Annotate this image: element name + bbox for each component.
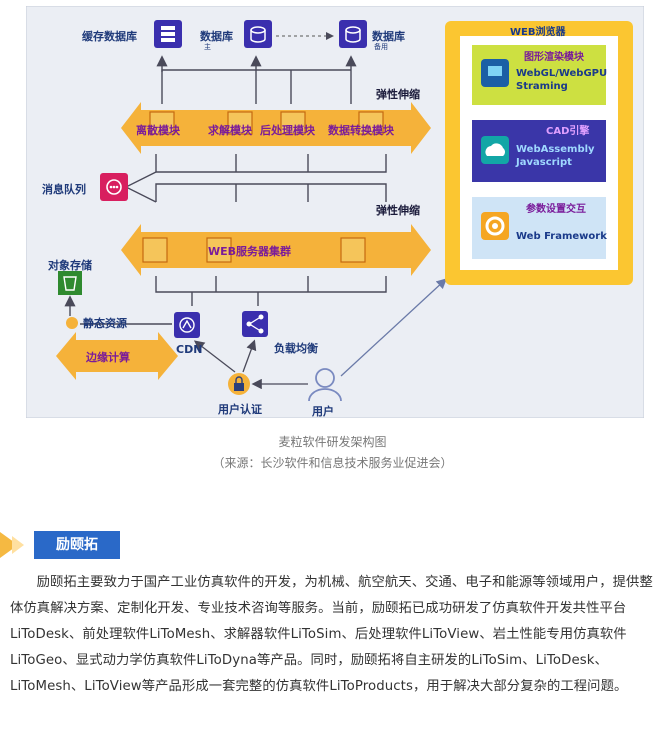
param-title: 参数设置交互 [526,204,586,215]
cad-title: CAD引擎 [546,126,590,137]
user-auth-label: 用户认证 [218,403,262,416]
edge-computing-band [56,332,178,380]
elastic-scaling-bottom: 弹性伸缩 [376,204,420,217]
static-resource-dot [66,317,78,329]
company-paragraph: 励颐拓主要致力于国产工业仿真软件的开发，为机械、航空航天、交通、电子和能源等领域… [10,575,653,694]
graphics-title: 图形渲染模块 [524,52,584,63]
graphics-desc-2: Straming [516,81,568,92]
server-bus-lines [155,276,387,306]
load-balance-label: 负载均衡 [274,342,318,355]
user-icon [308,368,342,402]
message-queue-icon [100,173,128,201]
load-balance-icon [242,311,268,337]
object-storage-label: 对象存储 [48,259,92,272]
figure-source: （来源：长沙软件和信息技术服务业促进会） [212,456,453,470]
db-main-label: 数据库 [200,30,233,43]
cad-desc-2: Javascript [516,157,572,168]
browser-title: WEB浏览器 [510,27,566,38]
db-backup-label: 数据库 [372,30,405,43]
cdn-label: CDN [176,343,203,356]
cad-desc-1: WebAssembly [516,144,595,155]
module-solver: 求解模块 [208,124,252,137]
section-arrow-inner [12,536,24,554]
architecture-diagram: 缓存数据库 数据库 主 数据库 备用 弹性伸缩 离散模块 求解模块 后处理模块 … [26,6,644,418]
web-server-band [121,224,431,276]
flow-arrows [193,278,447,390]
module-convert: 数据转换模块 [328,124,394,137]
server-chips [142,237,366,263]
graphics-desc-1: WebGL/WebGPU [516,68,608,79]
db-backup-icon [339,20,367,48]
figure-caption: 麦粒软件研发架构图 [278,435,387,449]
object-storage-icon [58,271,82,295]
module-discrete: 离散模块 [136,124,180,137]
user-label: 用户 [312,405,334,418]
db-connect-lines [156,55,357,104]
cache-db-icon [154,20,182,48]
module-chips [149,111,384,135]
module-bus-lines [125,154,387,203]
elastic-scaling-top: 弹性伸缩 [376,88,420,101]
auth-icon [228,373,250,395]
module-band [121,102,431,154]
diagram-canvas [26,6,644,418]
module-post: 后处理模块 [260,124,315,137]
static-resources-label: 静态资源 [83,317,127,330]
db-main-sub: 主 [204,43,211,51]
web-cluster-label: WEB服务器集群 [208,245,292,258]
section-tag: 励颐拓 [34,531,120,559]
db-backup-sub: 备用 [374,43,388,51]
cache-db-label: 缓存数据库 [82,30,137,43]
db-main-icon [244,20,272,48]
edge-computing-label: 边缘计算 [86,351,130,364]
message-queue-label: 消息队列 [42,183,86,196]
cdn-icon [174,312,200,338]
param-desc: Web Framework [516,231,607,242]
